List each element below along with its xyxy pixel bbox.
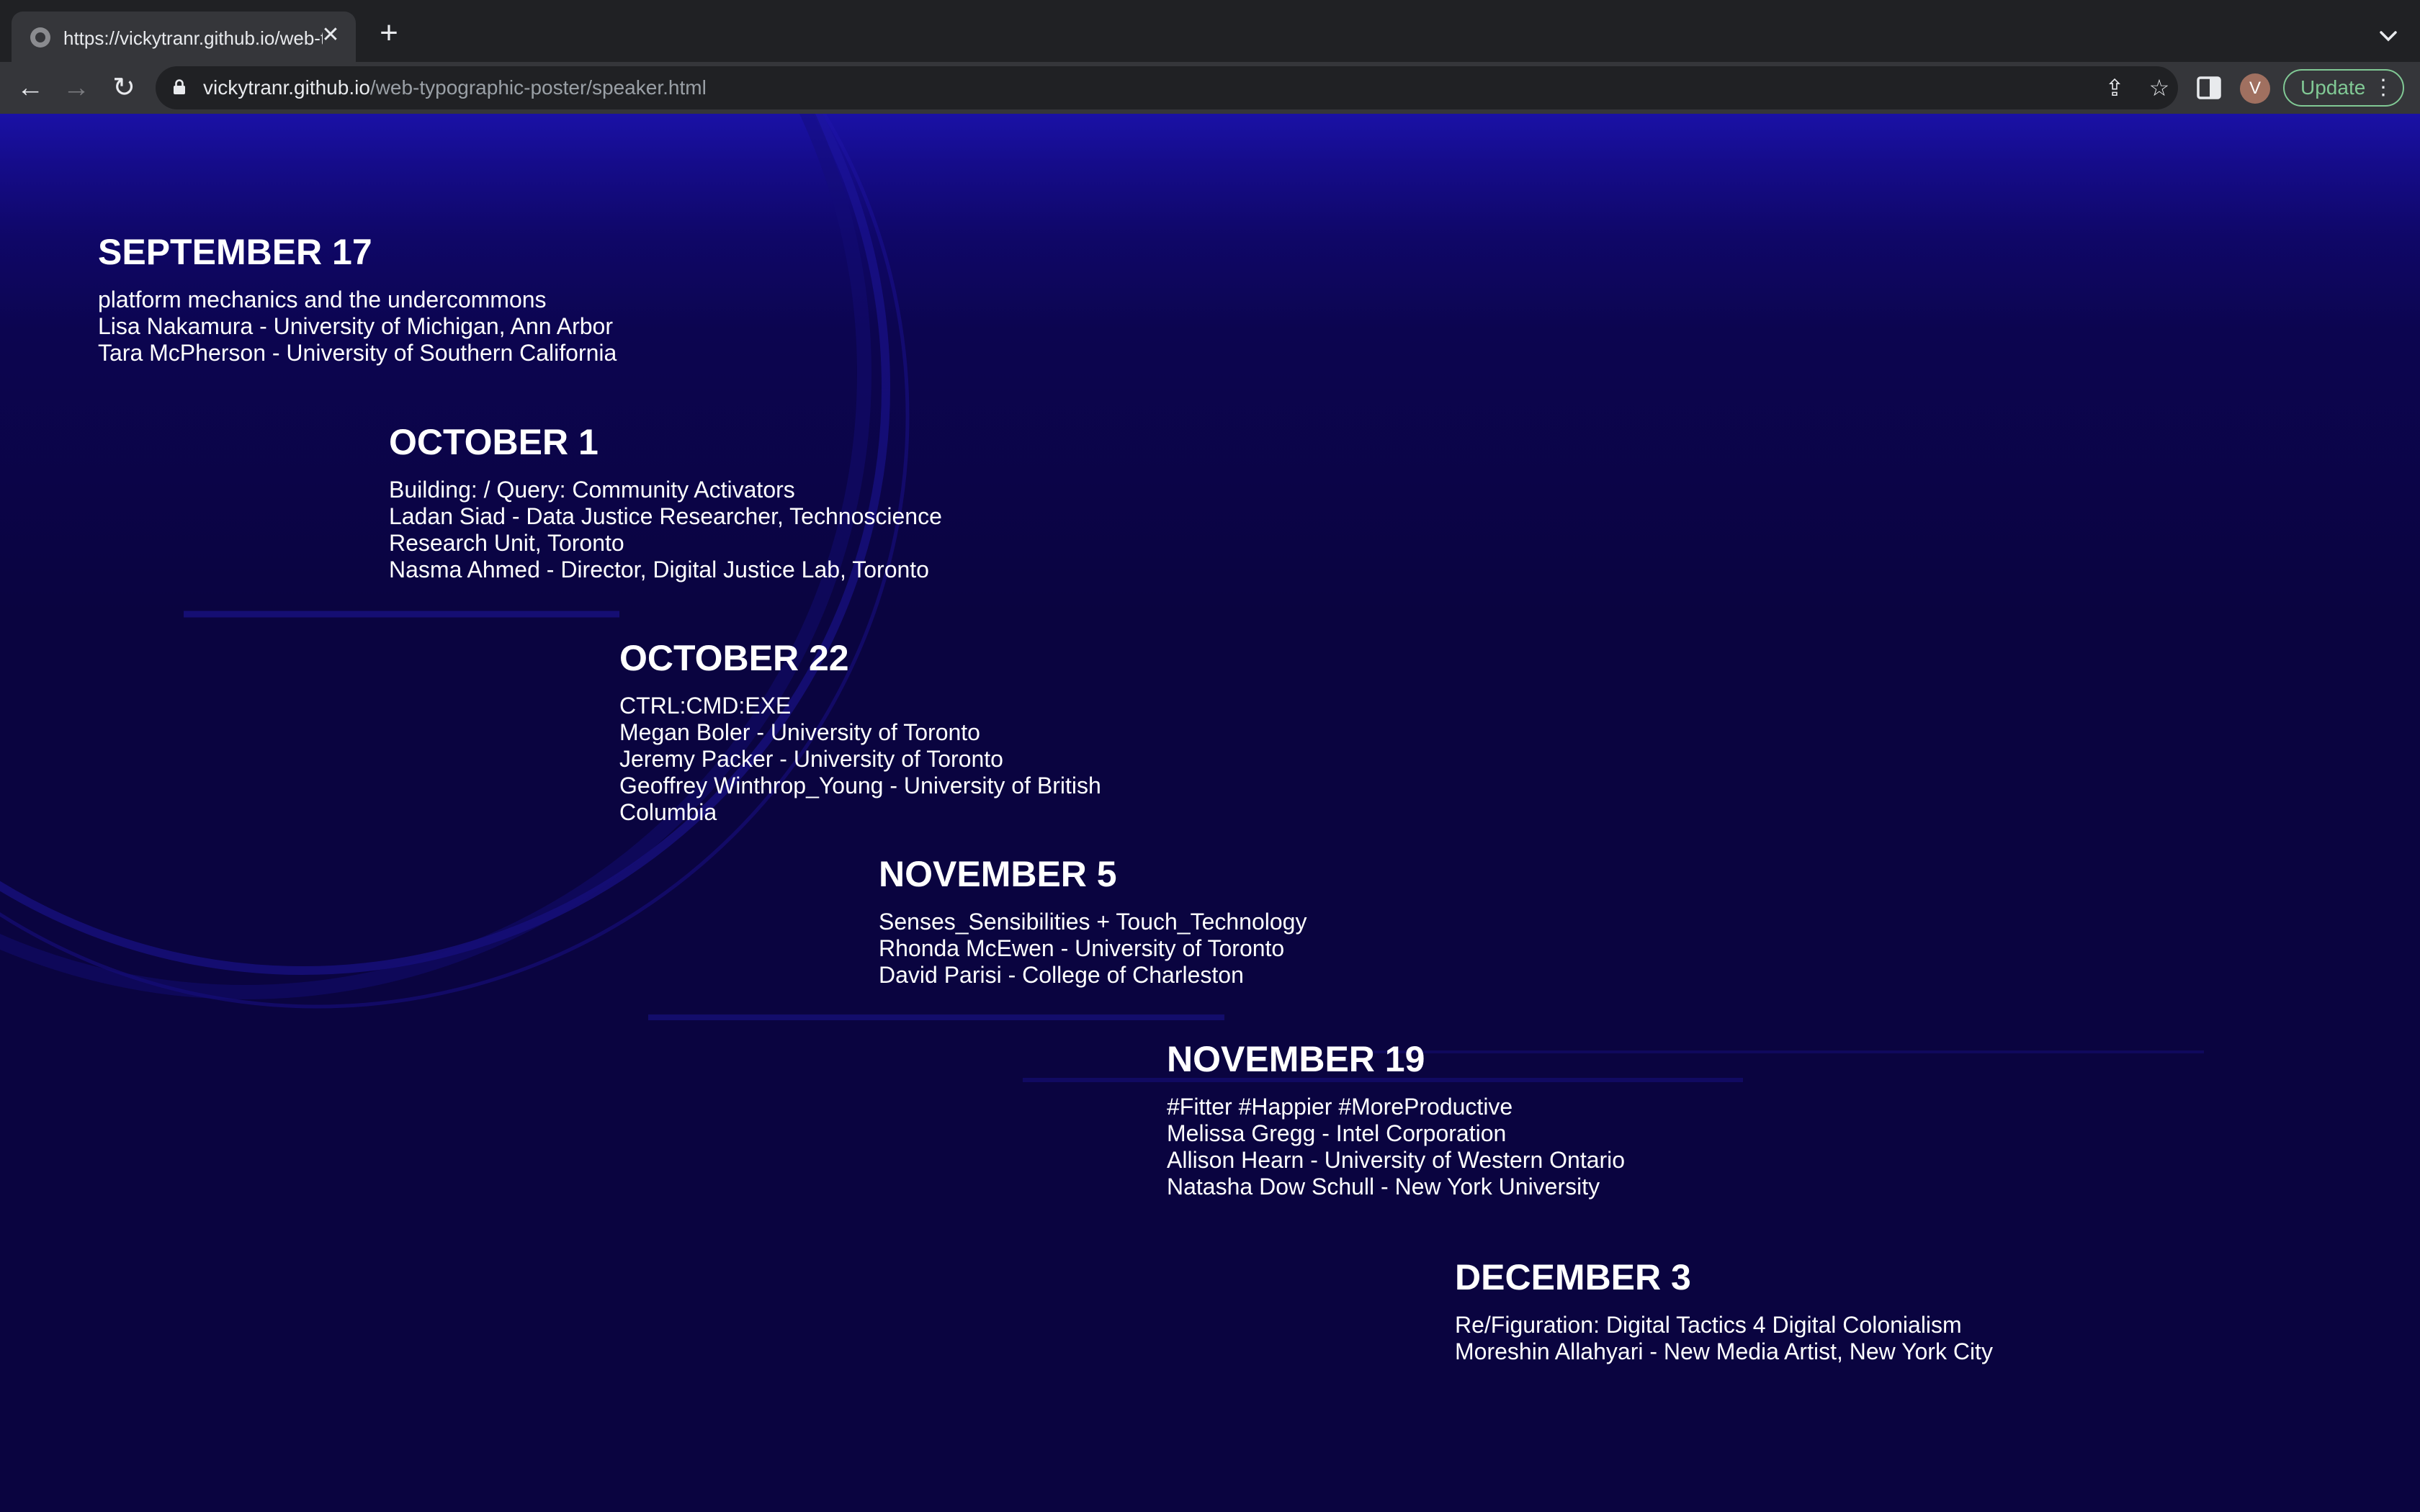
tab-title: https://vickytranr.github.io/web-typogra… [63,27,323,49]
event-november-5: NOVEMBER 5 Senses_Sensibilities + Touch_… [879,852,1307,989]
event-date: OCTOBER 22 [619,638,849,678]
event-speaker: Ladan Siad - Data Justice Researcher, Te… [389,503,942,529]
event-date: SEPTEMBER 17 [98,232,372,272]
more-menu-icon[interactable]: ⋮ [2372,76,2394,99]
url-host: vickytranr.github.io [203,76,370,99]
event-september-17: SEPTEMBER 17 platform mechanics and the … [98,230,617,366]
event-speaker: Columbia [619,799,717,825]
close-tab-icon[interactable]: ✕ [321,23,340,47]
event-speaker: Research Unit, Toronto [389,530,624,556]
tab-strip: https://vickytranr.github.io/web-typogra… [0,0,2420,62]
decorative-arcs [0,114,2204,1082]
event-title: #Fitter #Happier #MoreProductive [1167,1094,1513,1120]
new-tab-button[interactable]: + [380,15,398,50]
side-panel-icon[interactable] [2195,75,2223,101]
event-title: Re/Figuration: Digital Tactics 4 Digital… [1455,1312,1962,1338]
event-speaker: Moreshin Allahyari - New Media Artist, N… [1455,1338,1993,1364]
event-december-3: DECEMBER 3 Re/Figuration: Digital Tactic… [1455,1256,1993,1365]
event-speaker: Allison Hearn - University of Western On… [1167,1147,1626,1173]
event-speaker: Jeremy Packer - University of Toronto [619,746,1003,772]
event-november-19: NOVEMBER 19 #Fitter #Happier #MoreProduc… [1167,1038,1625,1200]
event-title: CTRL:CMD:EXE [619,693,792,719]
event-date: DECEMBER 3 [1455,1257,1691,1297]
event-speaker: David Parisi - College of Charleston [879,962,1244,988]
url-path: /web-typographic-poster/speaker.html [369,76,707,99]
event-speaker: Natasha Dow Schull - New York University [1167,1174,1600,1200]
event-speaker: Melissa Gregg - Intel Corporation [1167,1120,1507,1146]
profile-avatar[interactable]: V [2240,73,2270,104]
event-speaker: Lisa Nakamura - University of Michigan, … [98,313,613,339]
chevron-down-icon[interactable] [2374,22,2403,50]
address-bar[interactable]: vickytranr.github.io/web-typographic-pos… [156,66,2178,109]
browser-toolbar: ← → ↻ vickytranr.github.io/web-typograph… [0,62,2420,114]
event-october-22: OCTOBER 22 CTRL:CMD:EXE Megan Boler - Un… [619,636,1101,826]
share-icon[interactable]: ⇪ [2105,75,2125,101]
event-date: NOVEMBER 19 [1167,1039,1425,1079]
event-title: platform mechanics and the undercommons [98,287,547,312]
bookmark-star-icon[interactable]: ☆ [2148,75,2170,101]
update-button[interactable]: Update ⋮ [2283,69,2404,107]
event-speaker: Megan Boler - University of Toronto [619,719,980,745]
event-october-1: OCTOBER 1 Building: / Query: Community A… [389,420,942,583]
update-label: Update [2300,76,2366,99]
event-speaker: Geoffrey Winthrop_Young - University of … [619,773,1101,798]
event-speaker: Tara McPherson - University of Southern … [98,340,617,366]
forward-button[interactable]: → [63,73,90,103]
globe-icon [30,27,50,48]
event-date: OCTOBER 1 [389,422,599,462]
event-speaker: Rhonda McEwen - University of Toronto [879,935,1285,961]
active-tab[interactable]: https://vickytranr.github.io/web-typogra… [12,12,356,62]
lock-icon [174,79,185,94]
url-text[interactable]: vickytranr.github.io/web-typographic-pos… [203,75,707,101]
event-title: Building: / Query: Community Activators [389,477,795,503]
event-speaker: Nasma Ahmed - Director, Digital Justice … [389,557,929,582]
speaker-page: SEPTEMBER 17 platform mechanics and the … [0,114,2420,1512]
event-title: Senses_Sensibilities + Touch_Technology [879,909,1307,935]
reload-button[interactable]: ↻ [112,73,135,103]
back-button[interactable]: ← [17,73,44,103]
event-date: NOVEMBER 5 [879,854,1117,894]
